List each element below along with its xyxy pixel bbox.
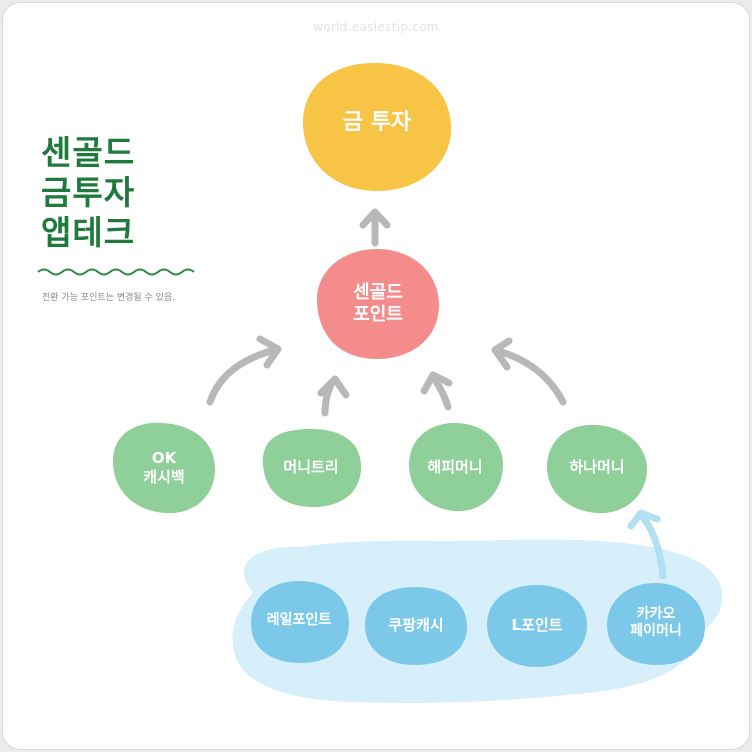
- node-sengold-label: 센골드 포인트: [353, 281, 403, 326]
- node-ok-label: OK 캐시백: [143, 449, 185, 486]
- title-block: 센골드 금투자 앱테크: [41, 133, 135, 253]
- title-line-1: 센골드: [41, 133, 136, 172]
- node-gold-label: 금 투자: [342, 110, 412, 136]
- node-happymoney-blob: [409, 423, 503, 512]
- title-line-2: 금투자: [41, 173, 136, 212]
- node-moneytree-blob: [262, 429, 361, 507]
- node-coupang-blob: [365, 587, 467, 665]
- arrow-kakao-to-hanamoney: [627, 509, 667, 580]
- arrow-ok-to-sengold: [206, 335, 282, 406]
- node-rail-label: 레일포인트: [266, 612, 332, 629]
- title-line-3: 앱테크: [41, 213, 136, 252]
- arrow-happymoney-to-sengold: [420, 371, 453, 411]
- node-rail-blob: [251, 581, 349, 663]
- node-hanamoney-blob: [547, 424, 647, 514]
- node-kakao-label: 카카오 페이머니: [630, 605, 682, 640]
- cloud-background: [232, 539, 723, 703]
- arrow-moneytree-to-sengold: [317, 375, 350, 417]
- subtitle-note: 전환 가능 포인트는 변경될 수 있음.: [42, 293, 176, 303]
- arrow-hanamoney-to-sengold: [491, 337, 567, 406]
- node-moneytree-label: 머니트리: [283, 457, 339, 476]
- node-gold-blob: [303, 63, 452, 191]
- node-hanamoney-label: 하나머니: [569, 457, 625, 476]
- node-kakao-blob: [607, 583, 705, 665]
- node-lpoint-blob: [487, 585, 587, 667]
- flow-diagram: [37, 63, 723, 703]
- watermark: world.easiestip.com: [313, 20, 439, 34]
- node-sengold-blob: [316, 249, 439, 359]
- node-coupang-label: 쿠팡캐시: [388, 615, 444, 634]
- arrow-sengold-to-gold: [359, 208, 391, 247]
- wavy-divider: [37, 268, 195, 276]
- node-happymoney-label: 해피머니: [427, 457, 483, 476]
- node-ok-blob: [113, 422, 215, 514]
- node-lpoint-label: L포인트: [511, 615, 563, 634]
